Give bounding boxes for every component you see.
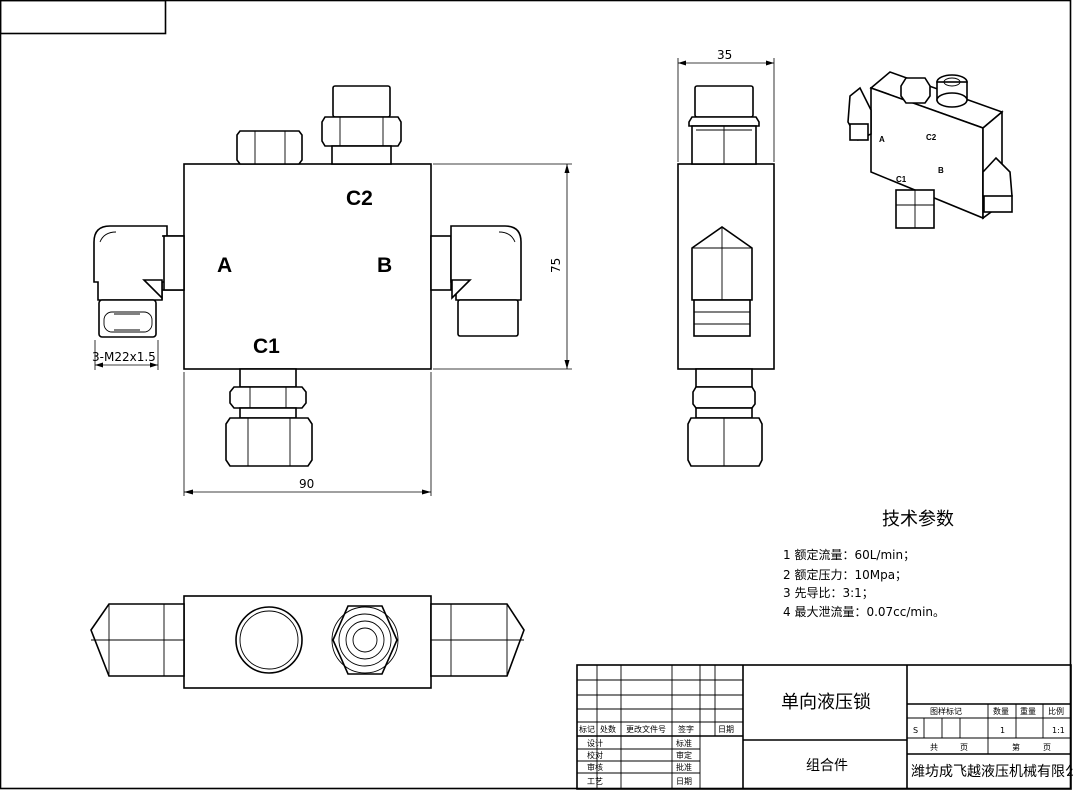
tb-role-check: 校对 [587, 750, 603, 760]
tech-params: 技术参数 1 额定流量：60L/min； 2 额定压力：10Mpa； 3 先导比… [783, 509, 954, 619]
right-elbow-fitting [430, 225, 522, 337]
dimension-width-label: 90 [299, 477, 314, 491]
tech-params-heading: 技术参数 [882, 509, 954, 530]
tb-header-mark: 标记 [579, 724, 595, 734]
top-right-fitting [321, 85, 402, 165]
dimension-thread-label: 3-M22x1.5 [92, 350, 156, 364]
tb-sheet-total: 共 [930, 743, 938, 752]
tb-meta-s: S [913, 726, 918, 735]
tb-role-design: 设计 [587, 738, 603, 748]
bottom-fitting [225, 368, 313, 467]
tb-product-name: 单向液压锁 [781, 692, 871, 713]
tech-param-4: 4 最大泄流量：0.07cc/min。 [783, 605, 945, 619]
tech-param-2: 2 额定压力：10Mpa； [783, 567, 907, 582]
tb-meta-weight: 重量 [1020, 706, 1036, 716]
tb-sheet-page: 页 [960, 743, 968, 752]
tb-header-sign: 签字 [678, 724, 694, 734]
tb-sheet-number: 第 [1012, 742, 1020, 752]
port-label-a: A [217, 254, 232, 277]
port-label-c2: C2 [346, 187, 373, 210]
tb-role-ratify: 批准 [676, 762, 692, 772]
tb-assembly: 组合件 [806, 758, 848, 774]
tb-meta-qty-val: 1 [1000, 726, 1005, 735]
top-left-hex-fitting [236, 130, 303, 165]
tb-meta-scale: 比例 [1048, 706, 1064, 716]
iso-port-c1: C1 [896, 175, 907, 184]
tb-meta-mark: 图样标记 [930, 706, 962, 716]
port-label-c1: C1 [253, 335, 280, 358]
isometric-view: A C2 B C1 [847, 71, 1013, 229]
port-label-b: B [377, 254, 392, 277]
tb-header-count: 处数 [600, 724, 616, 734]
tb-header-changedoc: 更改文件号 [626, 724, 666, 734]
front-view: A B C1 C2 90 75 3-M22x [92, 85, 572, 496]
tb-role-process: 工艺 [587, 777, 603, 786]
top-view [90, 595, 525, 689]
tb-role-standard: 标准 [676, 738, 692, 748]
tech-param-3: 3 先导比：3:1； [783, 586, 874, 600]
tb-role-review: 审核 [587, 762, 603, 772]
title-block: 标记 处数 更改文件号 签字 日期 设计 校对 审核 工艺 标准 审定 批准 日… [576, 664, 1073, 790]
dimension-thread: 3-M22x1.5 [92, 340, 159, 370]
left-elbow-fitting [93, 225, 185, 338]
dimension-depth-label: 35 [717, 48, 732, 62]
tb-company: 潍坊成飞越液压机械有限公司 [911, 764, 1073, 780]
tech-param-1: 1 额定流量：60L/min； [783, 547, 915, 562]
dimension-height-label: 75 [549, 258, 563, 273]
dimension-width: 90 [183, 372, 432, 496]
top-body [183, 595, 432, 689]
iso-port-b: B [938, 166, 944, 175]
tb-header-date: 日期 [718, 725, 734, 734]
iso-port-c2: C2 [926, 133, 937, 142]
tb-meta-scale-val: 1:1 [1052, 726, 1065, 735]
side-view: 35 [677, 48, 775, 467]
iso-port-a: A [879, 135, 885, 144]
tb-meta-qty: 数量 [993, 706, 1009, 716]
tb-role-approve: 审定 [676, 750, 692, 760]
dimension-height: 75 [433, 163, 572, 370]
tb-role-date: 日期 [676, 777, 692, 786]
tb-sheet-page2: 页 [1043, 743, 1051, 752]
